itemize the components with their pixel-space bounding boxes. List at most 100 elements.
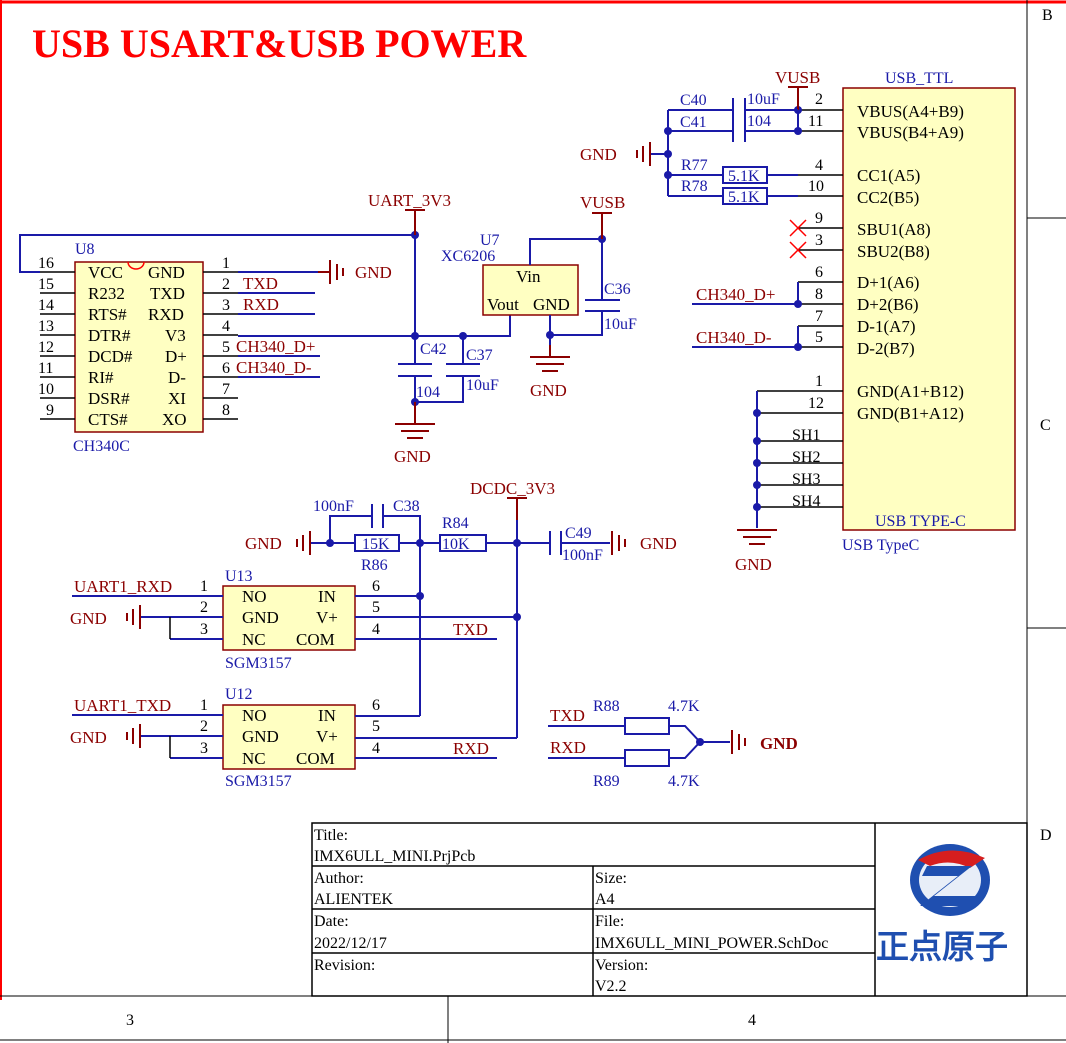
usb-shield-label: SH2 [792,449,820,466]
usb-body [842,87,1016,531]
usb-shield-label: SH4 [792,493,820,510]
u13-ref: U13 [225,568,253,585]
c37-ref: C37 [466,347,493,364]
wire [415,376,464,403]
resistor-r78 [722,187,768,205]
u12-pin-name: NO [242,706,267,725]
u13-pin-name: IN [318,587,336,606]
u7-xc6206: U7 XC6206 Vin Vout GND [441,232,579,316]
usb-pin-name: D+1(A6) [857,273,919,292]
u13-part: SGM3157 [225,655,292,672]
tb-size-value: A4 [595,891,615,908]
u13-pin-num: 4 [372,621,380,638]
gnd-symbol-u8 [318,260,344,284]
wire [550,311,603,336]
u12-part: SGM3157 [225,773,292,790]
u8-pin-name: D- [168,368,186,387]
u13-pin-num: 3 [200,621,208,638]
u8-pin-num: 14 [38,297,54,314]
tb-title-value: IMX6ULL_MINI.PrjPcb [314,848,475,865]
u8-pin-name: GND [148,263,185,282]
u8-notch [127,261,145,270]
net-dplus-u8: CH340_D+ [236,337,315,356]
net-gnd-c49: GND [640,534,677,553]
r88-value: 4.7K [668,698,700,715]
u13-pin-name: NO [242,587,267,606]
u7-pin-vin: Vin [516,267,541,286]
net-gnd-usb-bottom: GND [735,555,772,574]
u8-pin-num: 6 [222,360,230,377]
gnd-symbol-c42 [395,402,435,439]
c41-ref: C41 [680,114,707,131]
net-gnd-u7: GND [530,381,567,400]
u8-ref: U8 [75,241,95,258]
usb-pin-name: CC2(B5) [857,188,919,207]
junction [664,127,672,135]
gnd-symbol-usb-bottom [737,529,777,545]
u8-pin-name: DTR# [88,326,131,345]
usb-pin-name: CC1(A5) [857,166,920,185]
u8-part: CH340C [73,438,130,455]
u8-pin-name: D+ [165,347,187,366]
u12-pin-num: 2 [200,718,208,735]
tb-file-value: IMX6ULL_MINI_POWER.SchDoc [595,935,828,952]
net-uart-3v3: UART_3V3 [368,191,451,210]
usb-pin-num: 9 [815,210,823,227]
u8-ch340c: U8 CH340C 16 15 14 13 12 11 10 9 VCC R23… [38,241,238,455]
u8-pin-name: VCC [88,263,123,282]
usb-pin-num: 10 [808,178,824,195]
usb-pin-num: 1 [815,373,823,390]
zone-label-d: D [1040,827,1052,844]
u8-pin-num: 10 [38,381,54,398]
u13-body [222,585,356,651]
tb-date-value: 2022/12/17 [314,935,387,952]
cap-c40-plates [732,98,746,122]
u13-pin-num: 2 [200,599,208,616]
usb-pin-name: SBU2(B8) [857,242,930,261]
usb-pin-num: 2 [815,91,823,108]
usb-pin-num: 8 [815,286,823,303]
u12-pin-num: 1 [200,697,208,714]
u8-pin-num: 16 [38,255,54,272]
gnd-symbol-u13 [126,605,141,629]
r86-value: 15K [362,536,390,553]
net-gnd-u13: GND [70,609,107,628]
usb-pin-num: 11 [808,113,823,130]
u12-pin-name: IN [318,706,336,725]
wire-v3 [238,315,511,337]
r86-ref: R86 [361,557,388,574]
r78-value: 5.1K [728,189,760,206]
cap-c42: C42 104 [398,336,447,424]
usb-pin-num: 12 [808,395,824,412]
c42-ref: C42 [420,341,447,358]
u8-pin-name: DSR# [88,389,130,408]
junction [753,481,761,489]
tb-author-label: Author: [314,870,364,887]
u13-pin-name: NC [242,630,266,649]
c41-value: 104 [747,113,771,130]
zone-label-3: 3 [126,1012,134,1029]
u8-pin-num: 9 [46,402,54,419]
usb-pin-name: SBU1(A8) [857,220,931,239]
usb-shield-label: SH3 [792,471,820,488]
usb-pin-num: 3 [815,232,823,249]
r84-value: 10K [442,536,470,553]
c38-value: 100nF [313,498,354,515]
u13-pin-name: V+ [316,608,338,627]
zone-label-b: B [1042,7,1053,24]
usb-pin-name: D-2(B7) [857,339,915,358]
no-connect-marks [789,219,807,259]
u8-pin-num: 13 [38,318,54,335]
gnd-symbol-usb-top [636,142,651,166]
junction [753,437,761,445]
c38-ref: C38 [393,498,420,515]
tb-version-value: V2.2 [595,978,627,995]
page-title: USB USART&USB POWER [32,21,527,66]
wire [669,725,702,759]
u8-pin-name: RXD [148,305,184,324]
usb-ref: USB_TTL [885,70,953,87]
u8-pin-num: 7 [222,381,230,398]
zone-label-4: 4 [748,1012,756,1029]
gnd-symbol-u7 [530,345,570,372]
usb-part: USB TypeC [842,537,919,554]
